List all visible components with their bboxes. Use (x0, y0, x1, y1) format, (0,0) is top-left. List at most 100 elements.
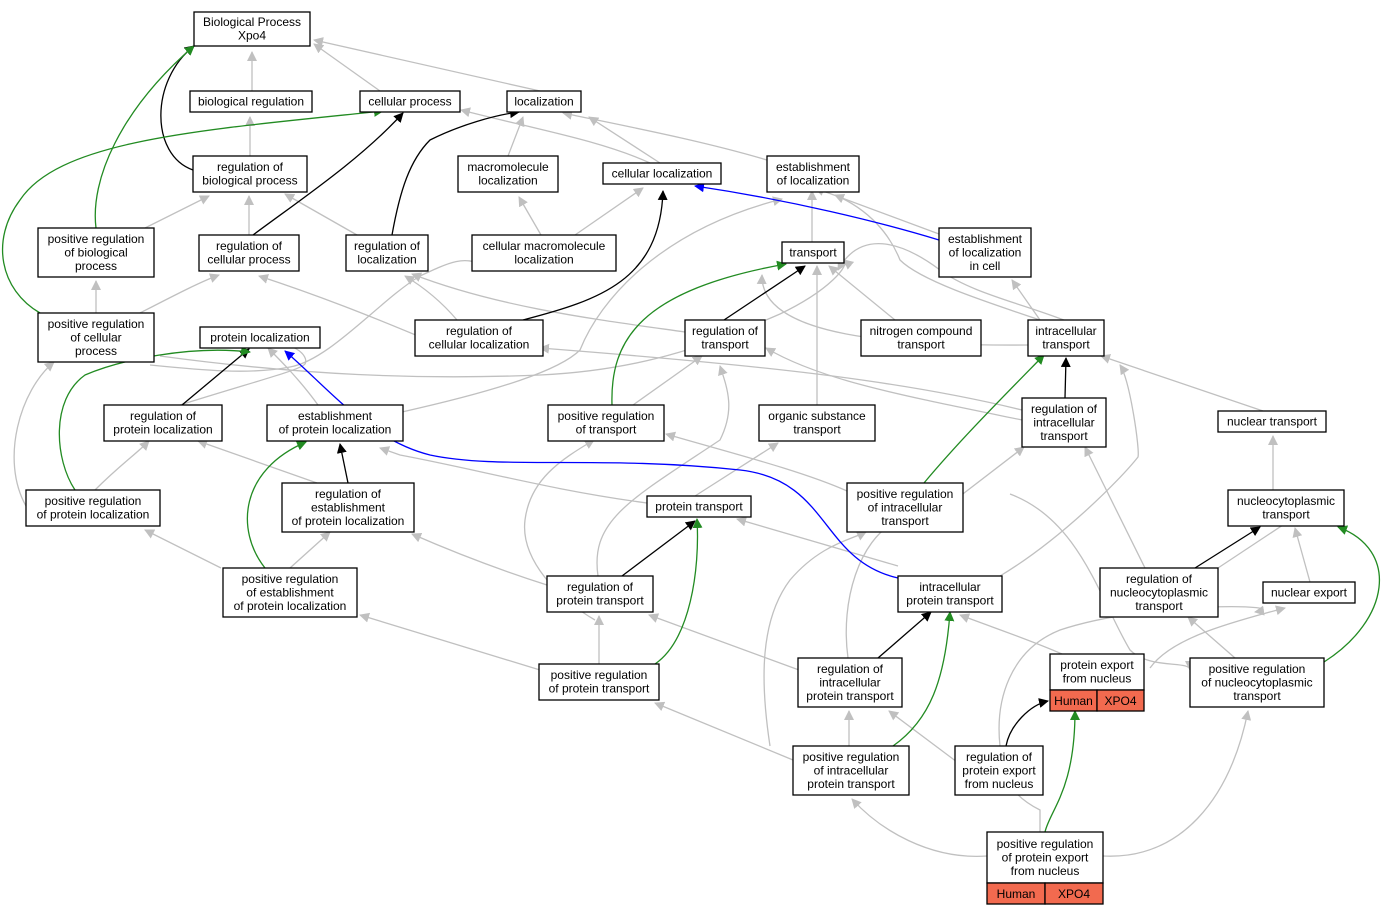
go-term-label: process (75, 344, 117, 358)
go-term-box (1027, 319, 1105, 357)
is-a-edge (1100, 354, 1264, 412)
go-term-label: regulation of (130, 409, 197, 423)
go-term-node[interactable]: cellular process (359, 90, 461, 113)
is-a-edge (665, 431, 848, 492)
is-a-edge (736, 516, 899, 567)
part-of-edge (160, 45, 195, 171)
go-term-node[interactable]: localization (506, 90, 582, 113)
go-term-box (193, 11, 311, 47)
go-term-label: regulation of (567, 580, 634, 594)
edge-layer (1, 37, 1381, 857)
go-term-label: transport (1233, 689, 1281, 703)
go-term-node[interactable]: nuclear transport (1217, 410, 1327, 433)
go-term-node[interactable]: nuclear export (1262, 581, 1356, 604)
annotation-cell (1044, 882, 1104, 905)
go-term-node[interactable]: transport (781, 241, 845, 264)
go-term-box (1021, 397, 1107, 448)
go-term-node[interactable]: protein localization (199, 326, 321, 349)
go-term-box (547, 404, 665, 442)
is-a-edge (13, 361, 55, 507)
go-term-label: regulation of (217, 160, 284, 174)
is-a-edge (828, 265, 896, 321)
go-term-label: of protein localization (234, 599, 347, 613)
go-term-label: of protein localization (292, 514, 405, 528)
go-term-box (189, 90, 313, 113)
go-term-box (506, 90, 582, 113)
go-term-label: localization (514, 94, 573, 108)
go-term-node[interactable]: cellular localization (602, 162, 722, 185)
go-term-label: establishment (948, 232, 1023, 246)
go-term-box (546, 575, 654, 613)
go-term-label: regulation of (692, 324, 759, 338)
go-term-label: regulation of (216, 239, 283, 253)
go-term-label: of intracellular (814, 763, 889, 777)
go-term-label: regulation of (1031, 402, 1098, 416)
is-a-edge (313, 37, 541, 92)
go-term-label: from nucleus (965, 777, 1034, 791)
go-term-label: biological process (202, 174, 297, 188)
is-a-edge (1292, 527, 1311, 583)
go-term-label: cellular localization (612, 166, 713, 180)
is-a-edge (149, 257, 484, 372)
go-term-node[interactable]: protein transport (646, 495, 752, 518)
is-a-edge (258, 274, 419, 337)
positively-regulates-edge (94, 45, 195, 229)
annotation-species: Human (997, 887, 1036, 901)
is-a-edge (284, 193, 358, 236)
go-term-label: organic substance (768, 409, 866, 423)
go-term-label: positive regulation (1209, 662, 1306, 676)
is-a-edge (888, 710, 958, 763)
go-term-label: transport (789, 245, 837, 259)
is-a-edge (267, 347, 319, 406)
go-term-label: positive regulation (857, 487, 954, 501)
go-term-label: regulation of (817, 662, 884, 676)
go-term-box (345, 234, 429, 272)
go-term-label: of localization (949, 245, 1022, 259)
go-term-box (1227, 489, 1345, 527)
go-term-label: transport (897, 338, 945, 352)
go-term-label: in cell (970, 259, 1001, 273)
go-term-box (1099, 567, 1219, 618)
is-a-edge (1084, 446, 1146, 569)
go-term-box (103, 404, 223, 442)
go-term-box (25, 489, 161, 527)
is-a-edge (94, 440, 150, 491)
go-term-node[interactable]: biological regulation (189, 90, 313, 113)
go-term-label: positive regulation (48, 232, 145, 246)
go-term-label: positive regulation (45, 494, 142, 508)
